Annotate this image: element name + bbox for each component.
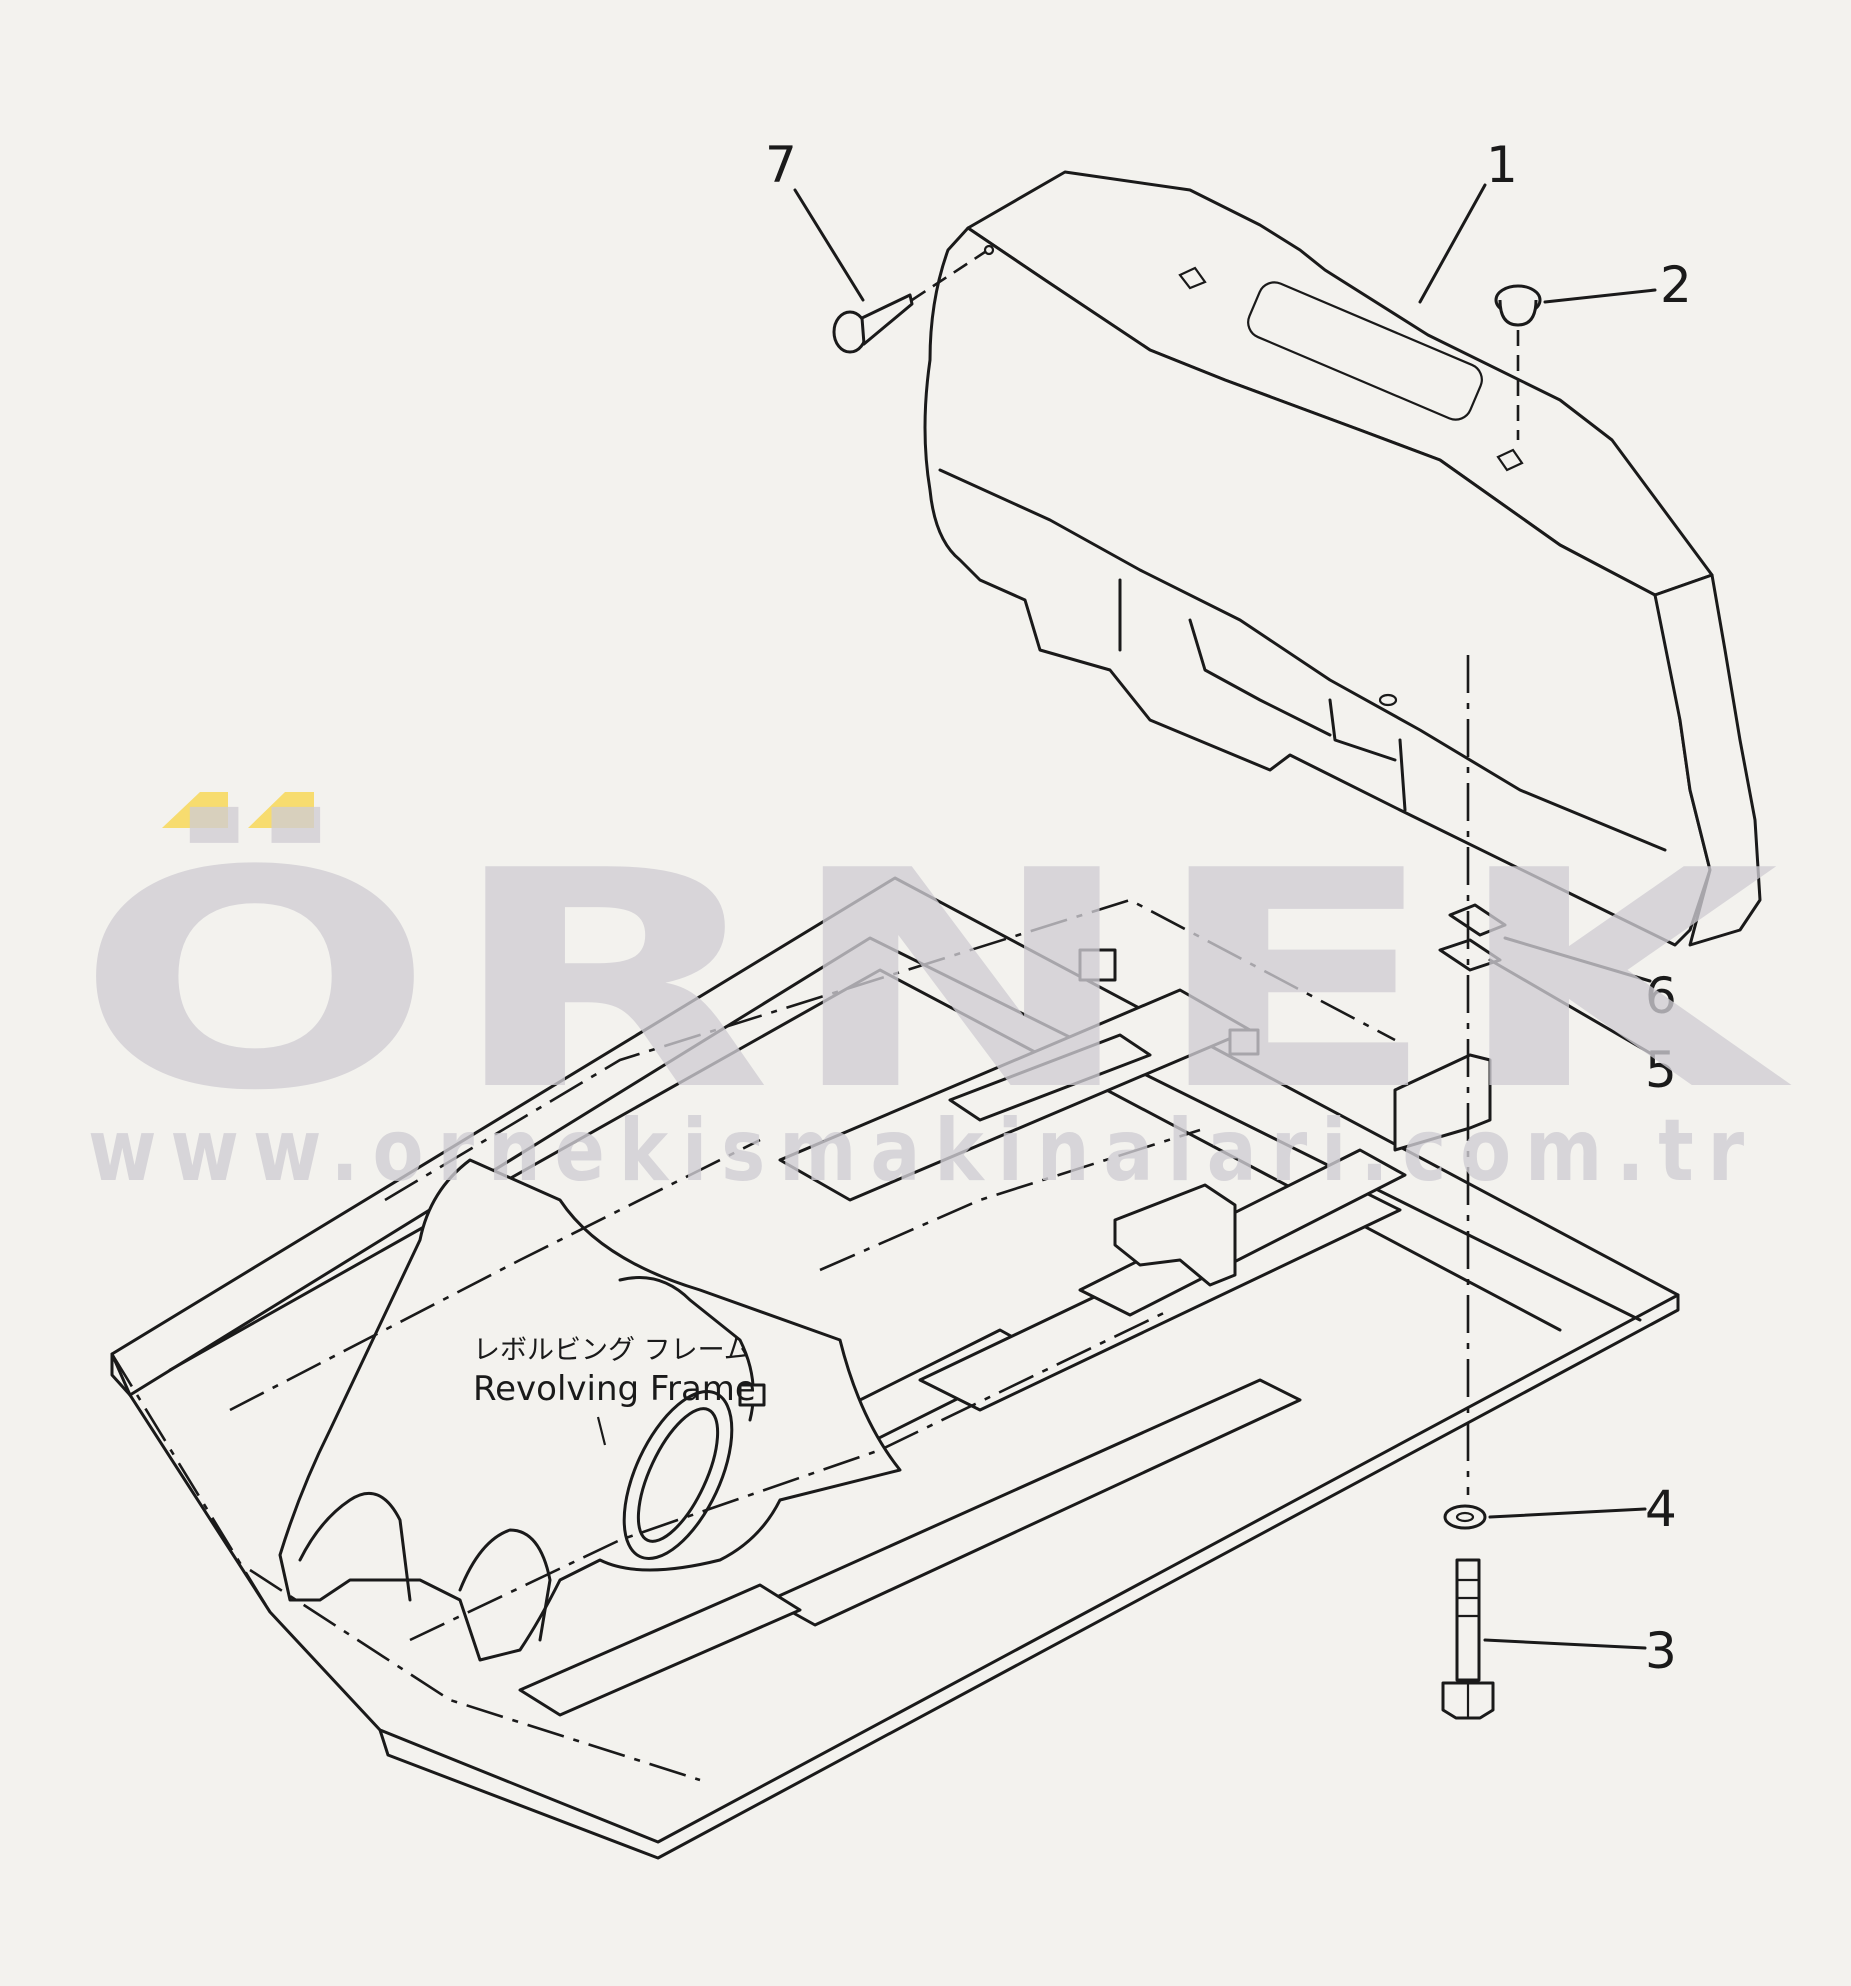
callout-5: 5 bbox=[1645, 1041, 1677, 1099]
leader-lines bbox=[793, 183, 1657, 1650]
plug-part-2 bbox=[1494, 284, 1542, 440]
screw-part-7 bbox=[832, 250, 986, 354]
callout-7: 7 bbox=[765, 136, 797, 194]
shims-part-5-6 bbox=[1438, 903, 1507, 972]
frame-label-english: Revolving Frame bbox=[473, 1369, 756, 1409]
callout-4: 4 bbox=[1645, 1480, 1677, 1538]
watermark-brand: ÖRNEK bbox=[75, 804, 1795, 1156]
frame-label: レボルビング フレーム Revolving Frame bbox=[473, 1335, 756, 1446]
callout-6: 6 bbox=[1645, 967, 1677, 1025]
callout-2: 2 bbox=[1660, 256, 1692, 314]
watermark-accent-right bbox=[248, 792, 314, 828]
callout-3: 3 bbox=[1645, 1622, 1677, 1680]
revolving-frame bbox=[110, 876, 1680, 1860]
watermark: ÖRNEK www.ornekismakinalari.com.tr bbox=[75, 792, 1795, 1201]
frame-label-japanese: レボルビング フレーム bbox=[473, 1335, 751, 1366]
watermark-url: www.ornekismakinalari.com.tr bbox=[88, 1101, 1758, 1201]
callout-1: 1 bbox=[1486, 136, 1518, 194]
counterweight bbox=[923, 170, 1762, 947]
bolt-part-3 bbox=[1441, 1558, 1495, 1720]
watermark-accent-left bbox=[162, 792, 228, 828]
callout-numbers: 1 2 3 4 5 6 7 bbox=[765, 136, 1692, 1680]
washer-part-4 bbox=[1443, 1504, 1487, 1530]
